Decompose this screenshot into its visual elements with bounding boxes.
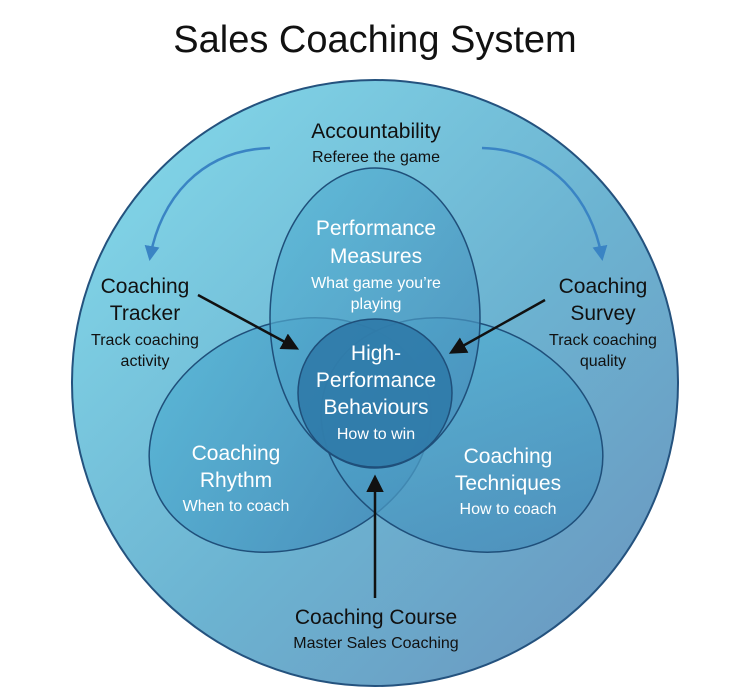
techniques-heading-line1: Coaching: [464, 445, 553, 468]
techniques-sub: How to coach: [460, 501, 557, 518]
measures-sub-line1: What game you’re: [311, 275, 441, 292]
techniques-heading-line2: Techniques: [455, 472, 561, 495]
tracker-arrow: [197, 293, 300, 350]
coaching-course-label: Coaching Course Master Sales Coaching: [293, 606, 458, 652]
behaviours-heading-line2: Performance: [316, 369, 436, 392]
rhythm-sub: When to coach: [183, 498, 290, 515]
survey-heading-line2: Survey: [570, 302, 636, 325]
behaviours-label: High- Performance Behaviours How to win: [316, 342, 436, 443]
rhythm-heading-line1: Coaching: [192, 442, 281, 465]
coaching-rhythm-label: Coaching Rhythm When to coach: [183, 442, 290, 515]
accountability-left-arrow: [144, 146, 271, 261]
performance-measures-label: Performance Measures What game you’re pl…: [311, 217, 441, 313]
tracker-heading-line2: Tracker: [110, 302, 180, 325]
accountability-label: Accountability Referee the game: [311, 120, 441, 166]
tracker-heading-line1: Coaching: [101, 275, 190, 298]
measures-heading-line1: Performance: [316, 217, 436, 240]
coaching-tracker-label: Coaching Tracker Track coaching activity: [91, 275, 199, 370]
survey-sub-line2: quality: [580, 353, 626, 370]
survey-sub-line1: Track coaching: [549, 332, 657, 349]
behaviours-sub: How to win: [337, 426, 415, 443]
accountability-right-arrow: [481, 146, 608, 261]
coaching-techniques-label: Coaching Techniques How to coach: [455, 445, 561, 518]
survey-heading-line1: Coaching: [559, 275, 648, 298]
accountability-sub: Referee the game: [312, 149, 440, 166]
measures-sub-line2: playing: [351, 296, 402, 313]
accountability-heading: Accountability: [311, 120, 441, 143]
survey-arrow: [448, 298, 546, 354]
course-heading: Coaching Course: [295, 606, 457, 629]
behaviours-heading-line3: Behaviours: [323, 396, 428, 419]
measures-heading-line2: Measures: [330, 245, 422, 268]
behaviours-ellipse: [297, 318, 453, 468]
course-sub: Master Sales Coaching: [293, 635, 458, 652]
coaching-survey-label: Coaching Survey Track coaching quality: [549, 275, 657, 370]
rhythm-heading-line2: Rhythm: [200, 469, 272, 492]
diagram-title: Sales Coaching System: [173, 19, 576, 61]
tracker-sub-line2: activity: [121, 353, 170, 370]
tracker-sub-line1: Track coaching: [91, 332, 199, 349]
behaviours-heading-line1: High-: [351, 342, 401, 365]
